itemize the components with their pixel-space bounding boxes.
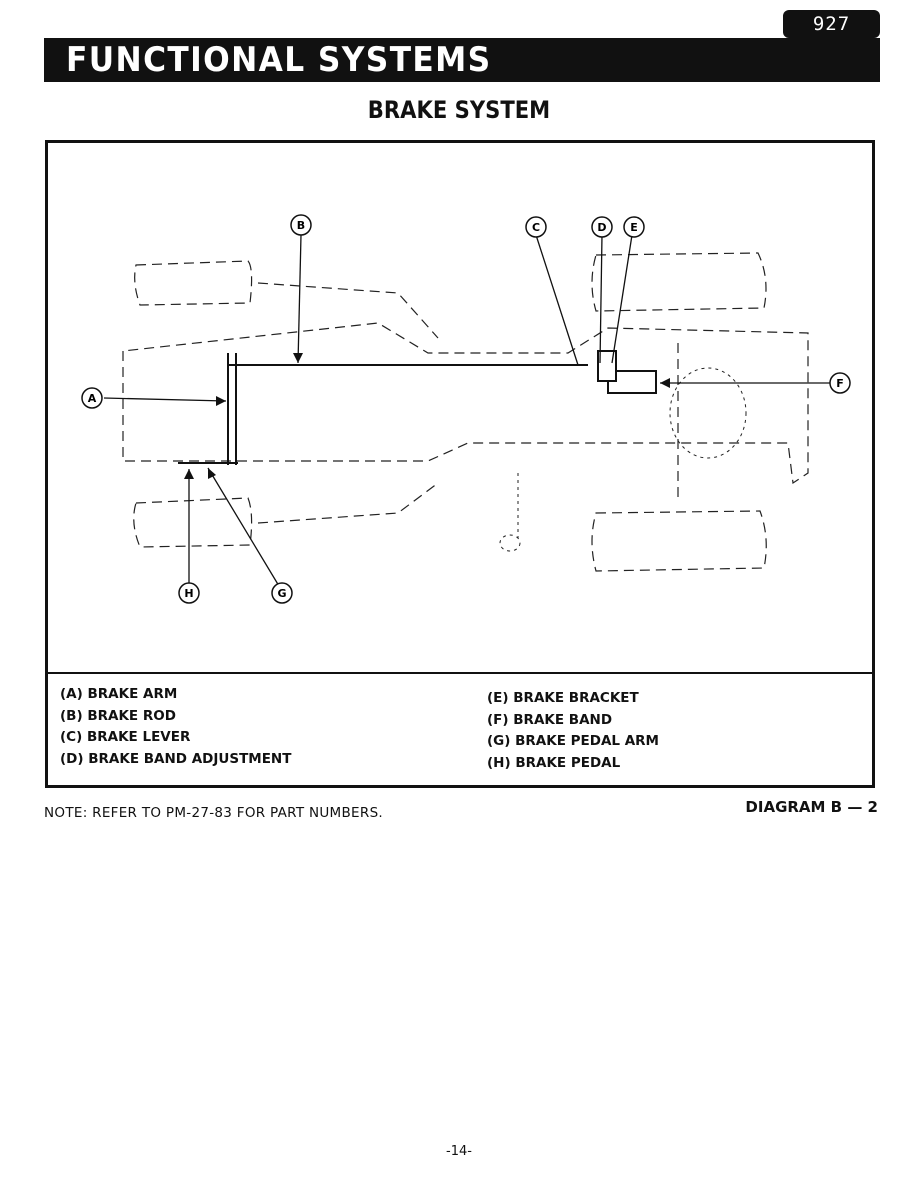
page-footer-number: -14- bbox=[446, 1144, 472, 1159]
legend-item: (F) BRAKE BAND bbox=[487, 711, 613, 728]
callout-g: G bbox=[271, 582, 293, 604]
pedal-knob-outline bbox=[499, 534, 521, 552]
callout-e: E bbox=[623, 216, 645, 238]
callout-c: C bbox=[525, 216, 547, 238]
callout-d-label: D bbox=[597, 221, 606, 234]
brake-bracket-block bbox=[597, 350, 617, 382]
page-number-badge: 927 bbox=[783, 10, 880, 38]
section-header-title: FUNCTIONAL SYSTEMS bbox=[66, 40, 492, 80]
deck-upper-outline bbox=[257, 282, 439, 339]
legend-item: (A) BRAKE ARM bbox=[60, 686, 178, 702]
legend-right-column: (E) BRAKE BRACKET (F) BRAKE BAND (G) BRA… bbox=[487, 688, 659, 774]
diagram-frame bbox=[45, 140, 875, 788]
callout-g-label: G bbox=[277, 587, 286, 600]
front-drum-outline bbox=[669, 367, 747, 459]
callout-h-label: H bbox=[184, 587, 193, 600]
rear-right-wheel-outline bbox=[133, 497, 253, 548]
callout-b-label: B bbox=[297, 219, 305, 232]
diagram-label: DIAGRAM B — 2 bbox=[745, 798, 878, 816]
legend-item: (C) BRAKE LEVER bbox=[60, 729, 191, 745]
callout-b: B bbox=[290, 214, 312, 236]
section-header-bar: FUNCTIONAL SYSTEMS bbox=[44, 38, 880, 82]
legend-item: (B) BRAKE ROD bbox=[60, 707, 176, 724]
callout-c-label: C bbox=[532, 221, 540, 234]
callout-h: H bbox=[178, 582, 200, 604]
legend-item: (H) BRAKE PEDAL bbox=[487, 754, 621, 771]
callout-f-label: F bbox=[836, 377, 844, 390]
rear-left-wheel-outline bbox=[134, 260, 253, 306]
legend-item: (G) BRAKE PEDAL ARM bbox=[487, 733, 659, 749]
part-numbers-note: NOTE: REFER TO PM-27-83 FOR PART NUMBERS… bbox=[44, 805, 384, 821]
deck-lower-outline bbox=[257, 482, 439, 524]
legend-item: (E) BRAKE BRACKET bbox=[487, 690, 639, 706]
front-left-wheel-outline bbox=[591, 252, 767, 312]
body-outline bbox=[122, 322, 809, 485]
legend-divider bbox=[45, 672, 875, 674]
legend-item: (D) BRAKE BAND ADJUSTMENT bbox=[60, 750, 292, 767]
page-title: BRAKE SYSTEM bbox=[367, 96, 551, 124]
callout-d: D bbox=[591, 216, 613, 238]
front-right-wheel-outline bbox=[591, 510, 767, 572]
callout-a-label: A bbox=[88, 392, 97, 405]
callout-e-label: E bbox=[630, 221, 638, 234]
brake-system-diagram: A B C D E F G H bbox=[81, 214, 851, 604]
callout-a: A bbox=[81, 387, 103, 409]
legend-left-column: (A) BRAKE ARM (B) BRAKE ROD (C) BRAKE LE… bbox=[60, 684, 291, 770]
callout-f: F bbox=[829, 372, 851, 394]
